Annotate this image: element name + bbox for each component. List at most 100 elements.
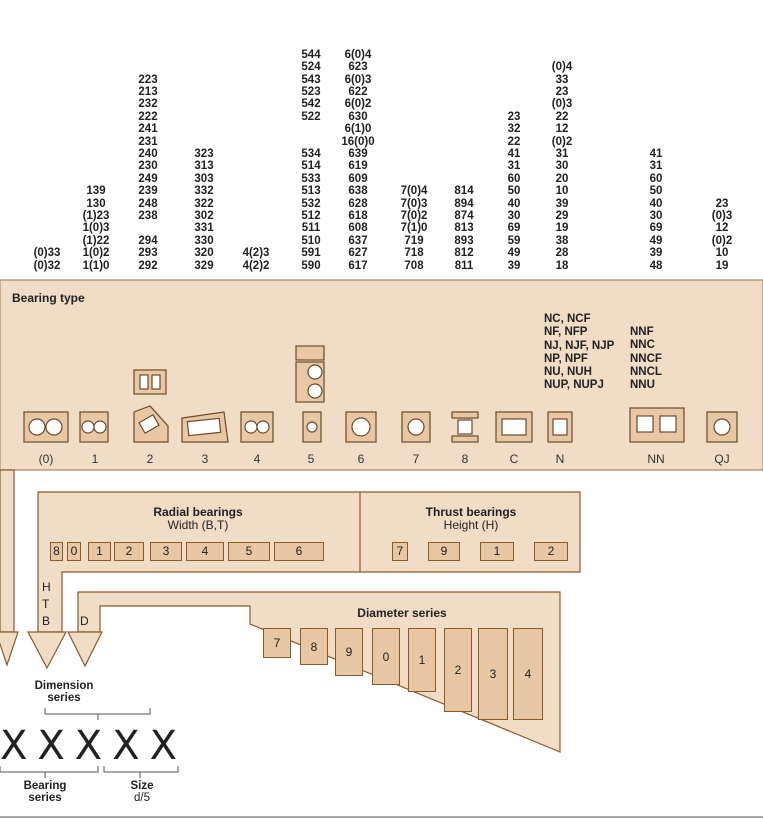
diameter-series-box: 2 xyxy=(444,628,472,712)
dimension-bracket xyxy=(44,708,151,715)
code-value: 69 xyxy=(649,222,663,235)
code-value: 39 xyxy=(507,259,521,272)
code-value: 294 xyxy=(138,234,158,247)
thrust-subtitle: Height (H) xyxy=(443,518,499,532)
code-value: 637 xyxy=(348,234,368,247)
code-value: (0)3 xyxy=(551,98,573,111)
code-value: 33 xyxy=(555,73,569,86)
code-value: 10 xyxy=(555,185,569,198)
code-value: 60 xyxy=(507,172,521,185)
code-value: 248 xyxy=(138,197,158,210)
code-value: 302 xyxy=(194,210,214,223)
bearing-icon-8 xyxy=(451,411,479,443)
code-value: 894 xyxy=(454,197,474,210)
n-type-line: NF, NFP xyxy=(544,326,588,339)
htb-arrow-head xyxy=(27,631,67,670)
diameter-series-box: 8 xyxy=(300,628,328,665)
code-value: 31 xyxy=(507,160,521,173)
code-value: (1)23 xyxy=(82,210,110,222)
code-value: 12 xyxy=(555,123,569,136)
code-value: 622 xyxy=(348,86,368,99)
code-value: 292 xyxy=(138,259,158,272)
bearing-icons xyxy=(23,345,738,443)
code-value: 293 xyxy=(138,247,158,260)
bearing-icon-4 xyxy=(240,411,274,443)
diameter-title: Diameter series xyxy=(357,606,447,620)
code-column: (0)33(0)32 xyxy=(34,247,61,272)
width-series-box: 5 xyxy=(228,542,270,561)
code-value: 639 xyxy=(348,148,368,161)
code-value: 7(0)4 xyxy=(400,185,428,198)
code-value: 323 xyxy=(194,148,214,160)
code-value: 28 xyxy=(555,247,569,260)
code-value: 513 xyxy=(301,185,321,198)
code-value: 50 xyxy=(507,185,521,198)
code-value: 544 xyxy=(301,48,321,61)
code-value: 534 xyxy=(301,148,321,161)
code-value: 523 xyxy=(301,86,321,99)
code-value: 332 xyxy=(194,185,214,198)
n-type-line: NP, NPF xyxy=(544,352,588,365)
code-value: 31 xyxy=(555,148,569,161)
type-label: QJ xyxy=(714,452,730,466)
height-series-box: 7 xyxy=(392,542,408,561)
code-value: 329 xyxy=(194,259,214,272)
htb-label-h: H xyxy=(42,580,51,594)
code-value: 22 xyxy=(507,135,521,148)
code-value: 49 xyxy=(649,234,663,247)
bearing-icon-2 xyxy=(133,369,169,443)
size-line2: d/5 xyxy=(133,792,150,804)
type-label: C xyxy=(509,452,519,466)
designation-code: XXXXX xyxy=(0,723,188,769)
code-value: 30 xyxy=(555,160,569,173)
code-value: 7(0)2 xyxy=(400,210,428,222)
diameter-series-box: 7 xyxy=(263,628,291,658)
diameter-series-box: 0 xyxy=(372,628,400,685)
nn-type-list: NNF NNC NNCF NNCL NNU xyxy=(630,326,662,392)
nn-type-line: NNF xyxy=(630,326,654,338)
code-value: 542 xyxy=(301,98,321,111)
code-value: 514 xyxy=(301,160,321,173)
n-type-line: NC, NCF xyxy=(544,313,591,325)
code-value: 7(1)0 xyxy=(400,222,428,235)
bearing-icon-nn xyxy=(629,407,685,443)
code-value: 718 xyxy=(404,247,424,260)
bearing-icon-7 xyxy=(401,411,431,443)
bearing-icon-n xyxy=(547,411,573,443)
code-value: 708 xyxy=(404,259,424,272)
bearing-icon-3 xyxy=(181,411,229,443)
code-value: 241 xyxy=(138,123,158,136)
code-value: 49 xyxy=(507,247,521,260)
code-value: (0)3 xyxy=(711,210,733,222)
size-label: Size d/5 xyxy=(130,780,153,804)
htb-label-t: T xyxy=(42,597,50,611)
code-value: 623 xyxy=(348,61,368,74)
code-value: 239 xyxy=(138,185,158,198)
n-type-line: NU, NUH xyxy=(544,366,592,379)
bearing-icon-c xyxy=(495,411,533,443)
nn-type-line: NNC xyxy=(630,339,655,352)
code-value: 60 xyxy=(649,172,663,185)
code-value: 1(0)3 xyxy=(82,222,110,235)
bearing-icon-0 xyxy=(23,411,69,443)
code-value: 59 xyxy=(507,234,521,247)
code-value: 12 xyxy=(715,222,729,235)
code-value: 303 xyxy=(194,172,214,185)
code-value: 524 xyxy=(301,61,321,74)
code-value: 627 xyxy=(348,247,368,260)
code-value: 4(2)3 xyxy=(242,247,270,260)
n-type-line: NJ, NJF, NJP xyxy=(544,339,615,352)
code-value: 10 xyxy=(715,247,729,260)
code-value: 313 xyxy=(194,160,214,173)
code-value: 20 xyxy=(555,172,569,185)
code-value: 41 xyxy=(507,148,521,161)
code-value: 29 xyxy=(555,210,569,223)
code-value: 543 xyxy=(301,73,321,86)
code-value: 322 xyxy=(194,197,214,210)
width-series-box: 0 xyxy=(67,542,81,561)
